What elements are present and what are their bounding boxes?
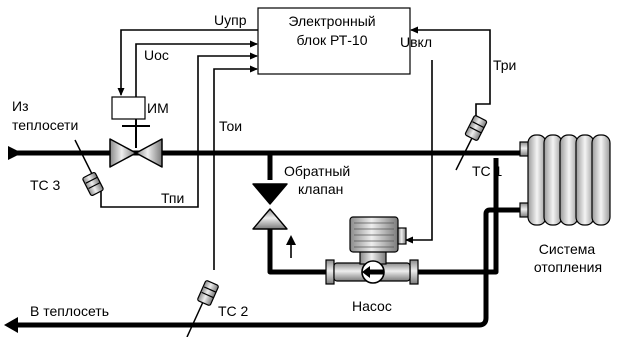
controller-label-line2: блок РТ-10 [296, 32, 368, 48]
controller-block [257, 7, 411, 75]
outlet-label: В теплосеть [30, 303, 109, 319]
valve-icon [109, 138, 163, 168]
signal-t-ri: Три [493, 57, 517, 73]
check-valve-icon [252, 180, 288, 230]
actuator-box [111, 96, 146, 120]
actuator-label: ИМ [147, 100, 169, 116]
sensor-ts1-label: ТС 1 [472, 163, 503, 179]
heating-system-label-line2: отопления [533, 259, 603, 275]
inlet-label-line2: теплосети [12, 117, 79, 133]
controller-label: Электронный блок РТ-10 [256, 12, 408, 50]
controller-label-line1: Электронный [288, 13, 376, 29]
sensor-ts3-label: ТС 3 [30, 177, 61, 193]
signal-u-os: Uос [144, 47, 169, 63]
signal-t-oi: Тои [219, 118, 243, 134]
radiator-icon [519, 134, 611, 226]
arrow-right-icon [8, 146, 22, 160]
signal-wires [100, 26, 491, 270]
arrow-up-icon [286, 235, 296, 258]
heating-system-label-line1: Система [538, 241, 596, 257]
temperature-sensor-icon [74, 139, 104, 196]
arrow-left-icon [362, 266, 384, 278]
arrow-left-icon [4, 317, 18, 333]
pump-icon [325, 249, 419, 285]
return-pipe [18, 207, 520, 328]
signal-t-pi: Тпи [161, 190, 185, 206]
temperature-sensor-icon [186, 280, 219, 337]
temperature-sensor-icon [455, 115, 488, 171]
check-valve-label-line1: Обратный [284, 163, 351, 179]
sensor-ts2-label: ТС 2 [218, 303, 249, 319]
signal-u-upr: Uупр [214, 12, 247, 28]
pump-label: Насос [352, 298, 392, 314]
motor-icon [349, 216, 407, 253]
check-valve-label-line2: клапан [298, 181, 344, 197]
inlet-label-line1: Из [12, 98, 29, 114]
signal-u-vkl: Uвкл [400, 34, 432, 50]
